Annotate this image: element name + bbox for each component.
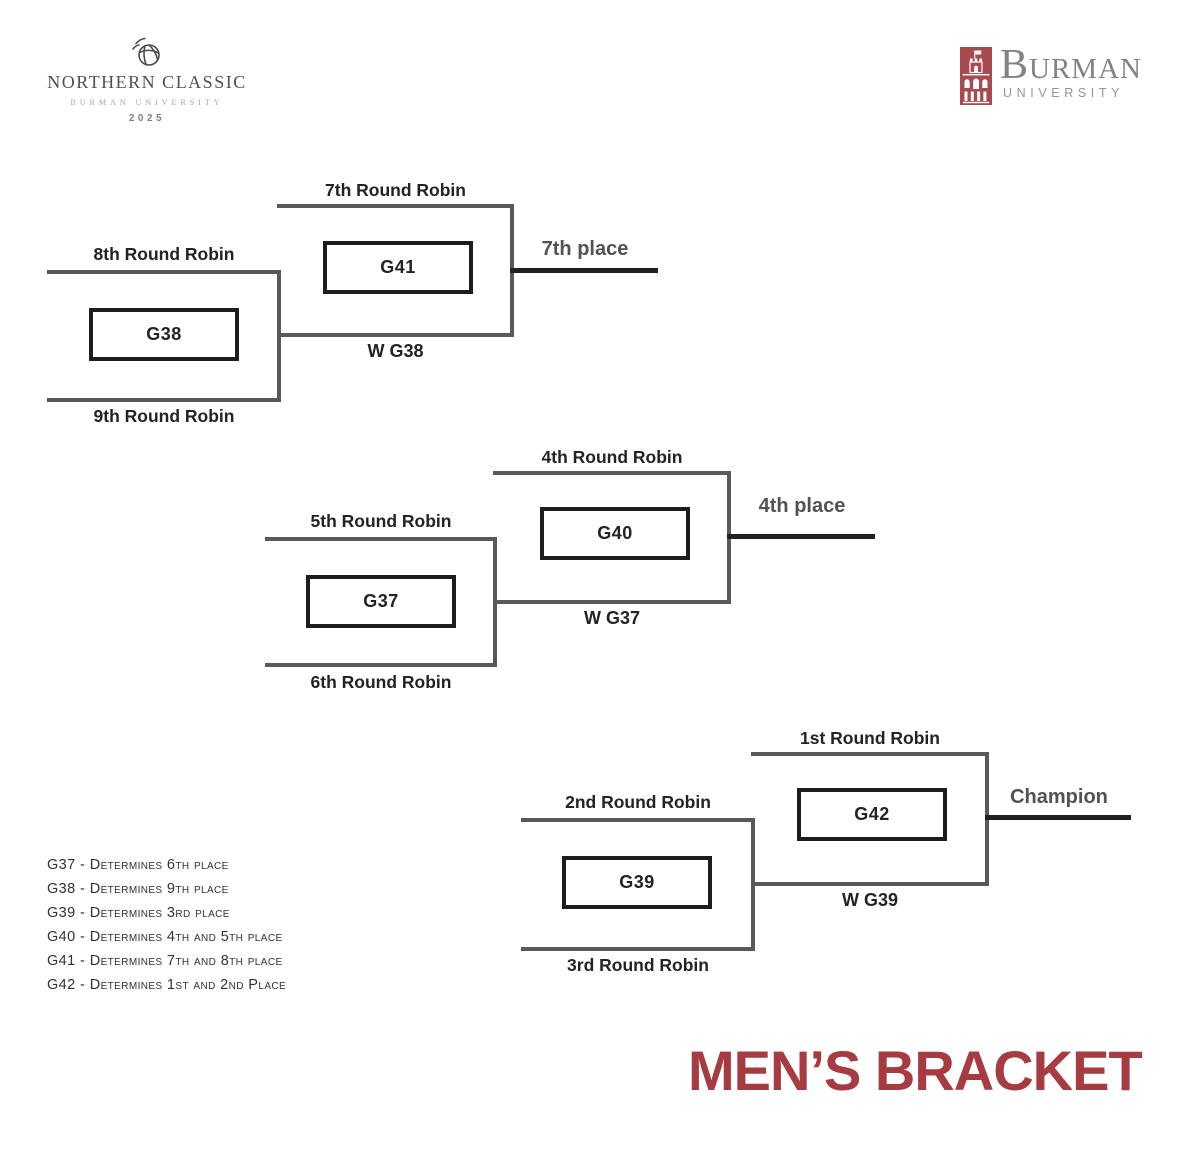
seed-label: 4th Round Robin xyxy=(541,447,683,467)
seed-label: 1st Round Robin xyxy=(800,728,940,748)
page-title: MEN’S BRACKET xyxy=(688,1039,1143,1102)
game-box-g40: G40 xyxy=(540,507,690,560)
bracket-line xyxy=(493,600,731,604)
legend-item: G41 - Determines 7th and 8th place xyxy=(47,953,283,969)
bracket-line xyxy=(521,818,755,822)
seed-label: 8th Round Robin xyxy=(93,244,235,264)
game-label: G42 xyxy=(854,804,890,824)
seed-label: 6th Round Robin xyxy=(310,672,452,692)
game-label: G41 xyxy=(380,257,416,277)
game-label: G40 xyxy=(597,523,633,543)
bracket-line xyxy=(47,398,281,402)
winner-seed-label: W G37 xyxy=(583,608,640,628)
winner-line xyxy=(510,268,658,273)
game-box-g41: G41 xyxy=(323,241,473,294)
event-title: NORTHERN CLASSIC xyxy=(47,72,247,92)
legend-item: G40 - Determines 4th and 5th place xyxy=(47,929,283,945)
seed-label: 7th Round Robin xyxy=(325,180,466,200)
bracket-line xyxy=(47,270,281,274)
game-label: G38 xyxy=(146,324,182,344)
winner-line xyxy=(727,534,875,539)
result-label: 4th place xyxy=(758,495,846,517)
game-box-g37: G37 xyxy=(306,575,456,628)
burman-crest-icon xyxy=(960,47,992,105)
game-label: G39 xyxy=(619,872,655,892)
bracket-line xyxy=(277,204,514,208)
university-subname: UNIVERSITY xyxy=(1003,86,1125,100)
bracket-line xyxy=(521,947,755,951)
seed-label: 3rd Round Robin xyxy=(567,955,709,975)
winner-seed-label: W G39 xyxy=(841,890,898,910)
game-label: G37 xyxy=(363,591,399,611)
legend-item: G37 - Determines 6th place xyxy=(47,857,229,873)
bracket-line xyxy=(751,752,989,756)
game-box-g42: G42 xyxy=(797,788,947,841)
legend-item: G38 - Determines 9th place xyxy=(47,881,229,897)
winner-line xyxy=(985,815,1131,820)
event-logo: NORTHERN CLASSIC BURMAN UNIVERSITY 2025 xyxy=(40,34,254,124)
bracket-line xyxy=(493,471,731,475)
result-label: 7th place xyxy=(541,238,629,260)
event-year: 2025 xyxy=(128,113,166,124)
volleyball-icon xyxy=(132,37,160,66)
bracket-line xyxy=(265,537,497,541)
legend-item: G42 - Determines 1st and 2nd Place xyxy=(47,977,287,993)
game-box-g39: G39 xyxy=(562,856,712,909)
seed-label: 2nd Round Robin xyxy=(565,792,711,812)
bracket-line xyxy=(265,663,497,667)
seed-label: 5th Round Robin xyxy=(310,511,452,531)
university-name: Burman xyxy=(1000,42,1142,88)
event-subtitle: BURMAN UNIVERSITY xyxy=(70,98,224,107)
bracket-line xyxy=(277,333,514,337)
legend-item: G39 - Determines 3rd place xyxy=(47,905,230,921)
game-box-g38: G38 xyxy=(89,308,239,361)
bracket-line xyxy=(751,882,989,886)
result-label: Champion xyxy=(1010,786,1108,808)
seed-label: 9th Round Robin xyxy=(93,406,235,426)
winner-seed-label: W G38 xyxy=(367,341,424,361)
legend: G37 - Determines 6th place G38 - Determi… xyxy=(47,853,286,997)
